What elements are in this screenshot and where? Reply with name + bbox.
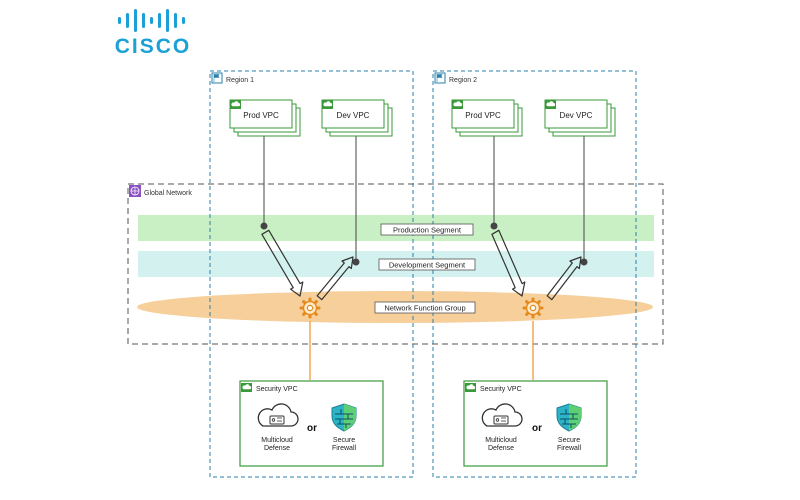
region-1-label: Region 1	[226, 77, 254, 84]
gear-icon	[299, 297, 321, 319]
dev-vpc-stack: Dev VPC	[544, 99, 616, 137]
secure-firewall-label: Secure	[333, 437, 355, 444]
prod-vpc-stack: Prod VPC	[229, 99, 301, 137]
security-vpc: Security VPC Multicloud Defense or Secur…	[239, 380, 384, 467]
secure-firewall-label: Firewall	[557, 445, 582, 452]
vpc-cloud-icon	[230, 100, 241, 109]
dev-vpc-label: Dev VPC	[560, 111, 593, 120]
multicloud-defense-label: Multicloud	[485, 437, 517, 444]
flow-arrow	[491, 229, 526, 297]
multicloud-defense-label: Multicloud	[261, 437, 293, 444]
secure-firewall-label: Secure	[558, 437, 580, 444]
vpc-cloud-icon	[545, 100, 556, 109]
vpc-cloud-icon	[465, 383, 476, 392]
vpc-cloud-icon	[452, 100, 463, 109]
global-network: Global Network	[127, 183, 664, 345]
flow-arrow	[546, 256, 582, 301]
dev-vpc-stack: Dev VPC	[321, 99, 393, 137]
cisco-wordmark: CISCO	[115, 35, 192, 58]
prod-vpc-label: Prod VPC	[243, 111, 279, 120]
flow-arrow	[316, 256, 354, 301]
globe-icon	[129, 185, 141, 197]
region-flag-icon	[211, 72, 223, 84]
region-2: Region 2	[432, 70, 637, 478]
cisco-bars-icon	[118, 9, 185, 32]
global-network-label: Global Network	[144, 190, 192, 197]
prod-vpc-stack: Prod VPC	[451, 99, 523, 137]
region-flag-icon	[434, 72, 446, 84]
production-segment: Production Segment	[380, 223, 474, 236]
dev-vpc-label: Dev VPC	[337, 111, 370, 120]
development-segment-label: Development Segment	[389, 261, 466, 270]
security-vpc-label: Security VPC	[256, 386, 298, 393]
network-function-group-label: Network Function Group	[384, 304, 465, 313]
region-1: Region 1	[209, 70, 414, 478]
multicloud-defense-label: Defense	[264, 445, 290, 452]
network-function-group: Network Function Group	[374, 301, 476, 314]
cisco-logo: CISCO	[115, 9, 192, 58]
gear-icon	[522, 297, 544, 319]
vpc-cloud-icon	[241, 383, 252, 392]
or-label: or	[307, 423, 317, 434]
flow-arrow	[261, 229, 304, 297]
region-2-label: Region 2	[449, 77, 477, 84]
development-segment: Development Segment	[378, 258, 476, 271]
security-vpc-label: Security VPC	[480, 386, 522, 393]
multicloud-defense-label: Defense	[488, 445, 514, 452]
secure-firewall-label: Firewall	[332, 445, 357, 452]
prod-vpc-label: Prod VPC	[465, 111, 501, 120]
or-label: or	[532, 423, 542, 434]
production-segment-label: Production Segment	[393, 226, 462, 235]
security-vpc: Security VPC Multicloud Defense or Secur…	[463, 380, 608, 467]
vpc-cloud-icon	[322, 100, 333, 109]
